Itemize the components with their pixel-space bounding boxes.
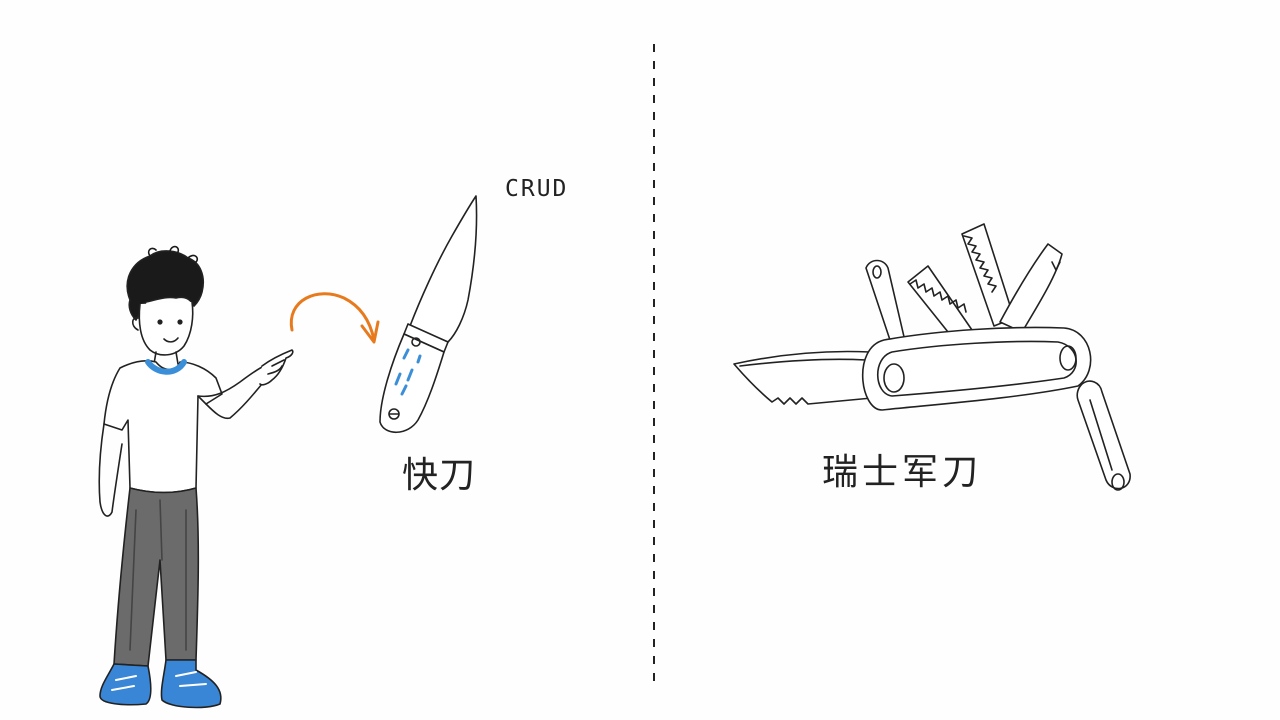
- crud-label: CRUD: [505, 176, 569, 202]
- collar: [145, 359, 187, 375]
- serrated-blade: [733, 350, 873, 405]
- person-figure: [98, 245, 294, 709]
- swiss-army-knife-caption: 瑞士军刀: [822, 452, 983, 493]
- face: [138, 301, 194, 356]
- hair: [126, 250, 204, 321]
- knife-blade: [409, 195, 478, 343]
- kitchen-knife-icon: [379, 195, 478, 434]
- hanging-tool: [1076, 380, 1131, 490]
- curved-arrow-icon: [289, 292, 380, 344]
- pointing-hand: [259, 349, 294, 386]
- left-shoe: [99, 663, 152, 706]
- swiss-army-knife-icon: [733, 223, 1131, 491]
- kitchen-knife-caption: 快刀: [402, 455, 477, 496]
- upper-blade-tool: [999, 243, 1063, 333]
- knife-handle: [379, 333, 445, 434]
- shirt: [103, 360, 223, 494]
- right-shoe: [160, 659, 222, 709]
- knife-body: [861, 326, 1092, 411]
